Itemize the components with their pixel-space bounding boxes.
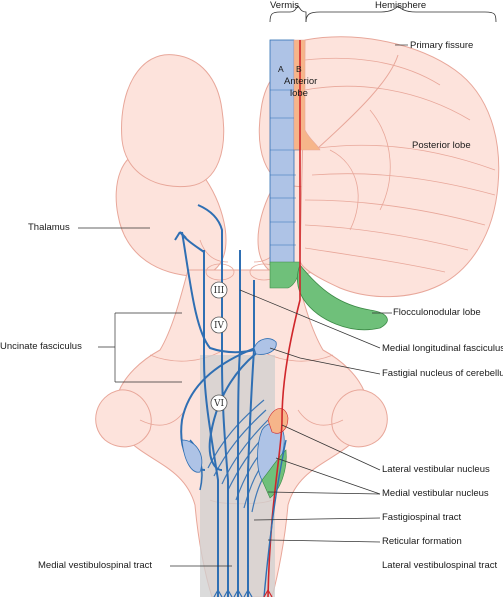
lateral-vestibulospinal-tract <box>267 40 301 598</box>
left-vestibular-nucleus <box>181 439 203 473</box>
primary-fissure-label: Primary fissure <box>410 40 474 51</box>
medial-vestibulospinal-tract-label: Medial vestibulospinal tract <box>38 560 153 571</box>
medial-longitudinal-fasciculus-label: Medial longitudinal fasciculus <box>382 343 503 354</box>
nerve-VI-label: VI <box>213 399 224 409</box>
posterior-lobe-label: Posterior lobe <box>412 140 471 151</box>
cerebellum-hemisphere <box>299 36 500 298</box>
uncinate-fasciculus-label: Uncinate fasciculus <box>0 341 82 352</box>
nerve-VI-nucleus <box>210 394 228 412</box>
anterior-lobe-label: lobe <box>290 88 308 99</box>
vermis-b-label: B <box>296 64 302 74</box>
vermis-a-label: A <box>278 64 284 74</box>
nerve-III-label: III <box>214 286 225 296</box>
lateral-vestibular-nucleus-label: Lateral vestibular nucleus <box>382 464 490 475</box>
lateral-vestibulospinal-tract-label: Lateral vestibulospinal tract <box>382 560 498 571</box>
anterior-label: Anterior <box>284 76 318 87</box>
thalamus-label: Thalamus <box>28 222 70 233</box>
nerve-IV-nucleus <box>210 316 228 334</box>
lateral-vestibular-nucleus <box>267 408 289 434</box>
medial-vestibular-nucleus-label: Medial vestibular nucleus <box>382 488 489 499</box>
nerve-III-nucleus <box>210 281 228 299</box>
hemisphere-label: Hemisphere <box>375 0 427 11</box>
tract-endings <box>213 589 273 598</box>
reticular-formation-label-visible: Reticular formation <box>382 536 462 547</box>
cranial-nerve-nuclei: III IV VI <box>210 281 228 412</box>
fastigiospinal-tract-label: Fastigiospinal tract <box>382 512 462 523</box>
flocculonodular-lobe-label: Flocculonodular lobe <box>393 307 481 318</box>
nerve-IV-label: IV <box>214 321 225 331</box>
fastigial-nucleus-label: Fastigial nucleus of cerebellum <box>382 368 503 379</box>
fastigial-nucleus <box>253 338 277 355</box>
leader-lines <box>78 44 408 567</box>
fastigiospinal-tract-line <box>263 439 287 598</box>
vermis-label: Vermis <box>270 0 300 11</box>
top-brackets <box>269 5 497 23</box>
